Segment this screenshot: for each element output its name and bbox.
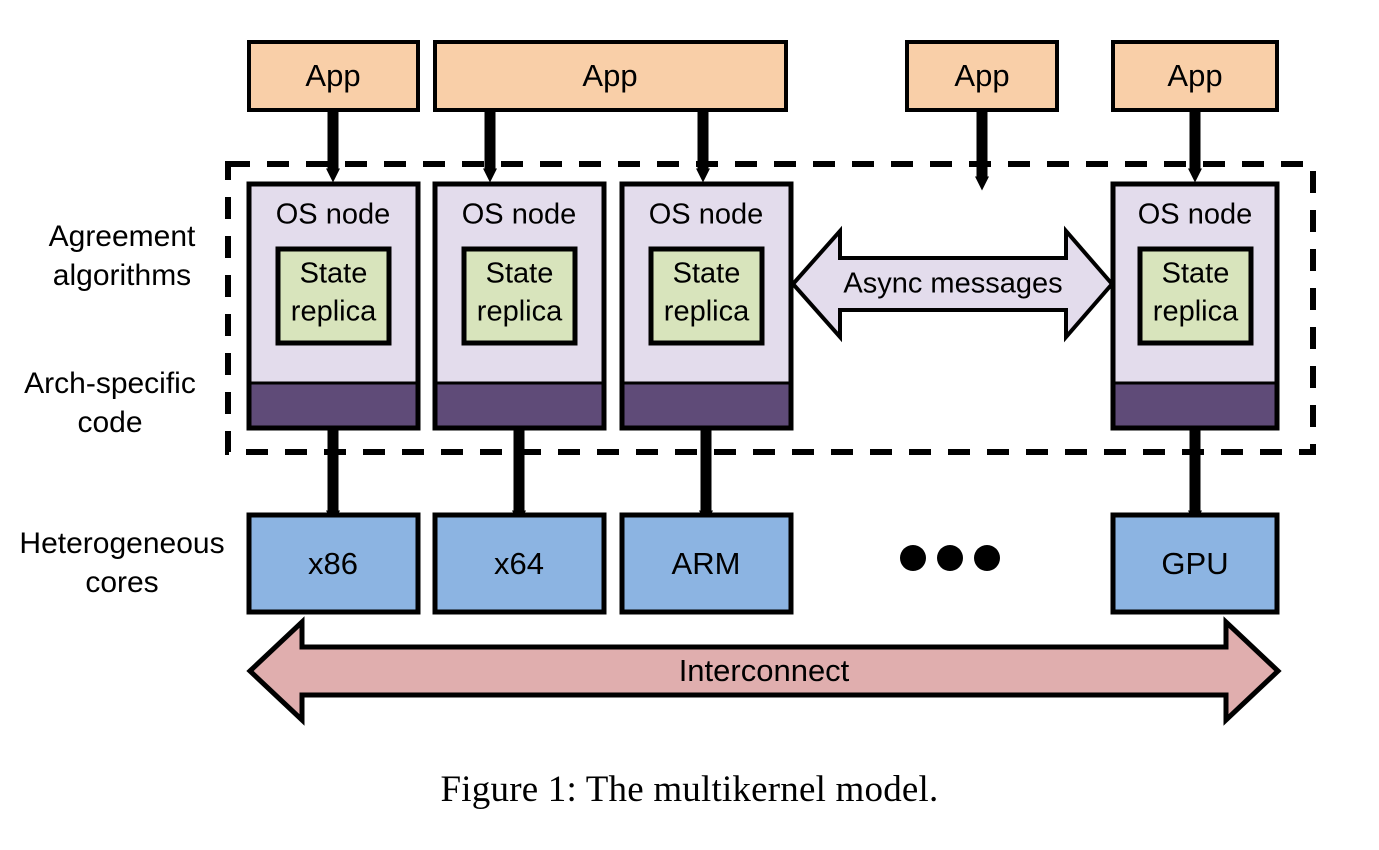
core-box-x86-label: x86	[308, 546, 358, 581]
app-box-3-label: App	[954, 58, 1009, 93]
os-node-1-replica-line2: replica	[291, 296, 377, 328]
os-node-2-replica-line2: replica	[477, 296, 563, 328]
app-box-4[interactable]: App	[1111, 40, 1279, 112]
cores-ellipsis	[900, 545, 1000, 571]
interconnect-arrow: Interconnect	[246, 616, 1282, 726]
app-box-1-rect[interactable]	[247, 40, 420, 112]
app-box-4-rect[interactable]	[1111, 40, 1279, 112]
os-node-1-replica-line1: State	[300, 258, 368, 290]
side-label-arch-line2: code	[77, 406, 142, 439]
os-node-1-state-replica-box[interactable]	[275, 246, 392, 346]
core-box-x64-label: x64	[494, 546, 544, 581]
core-box-arm-rect[interactable]	[619, 512, 794, 615]
interconnect-label: Interconnect	[679, 653, 850, 688]
side-label-heterogeneous-cores: Heterogeneous cores	[19, 527, 224, 599]
os-node-4-title: OS node	[1138, 199, 1252, 231]
os-node-4-arch-band	[1115, 383, 1275, 426]
core-box-x86-rect[interactable]	[246, 512, 421, 615]
app-box-1-label: App	[305, 58, 360, 93]
core-box-x64[interactable]: x64	[432, 512, 607, 615]
app-box-4-label: App	[1167, 58, 1222, 93]
side-label-arch-line1: Arch-specific	[24, 367, 196, 400]
core-box-gpu[interactable]: GPU	[1110, 512, 1280, 615]
app-box-1[interactable]: App	[247, 40, 420, 112]
side-label-agreement-line2: algorithms	[53, 259, 191, 292]
os-node-3[interactable]: OS node State replica	[619, 181, 794, 431]
app-box-2-label: App	[582, 58, 637, 93]
os-node-3-arch-band	[624, 383, 789, 426]
os-node-4-replica-line1: State	[1162, 258, 1230, 290]
core-box-x86[interactable]: x86	[246, 512, 421, 615]
os-node-4-replica-line2: replica	[1153, 296, 1239, 328]
app-box-3[interactable]: App	[905, 40, 1059, 112]
os-boundary-dashed-box	[225, 161, 1316, 455]
core-box-gpu-label: GPU	[1161, 546, 1228, 581]
core-box-arm[interactable]: ARM	[619, 512, 794, 615]
app-box-2[interactable]: App	[433, 40, 788, 112]
os-node-3-state-replica-box[interactable]	[648, 246, 765, 346]
async-messages-label: Async messages	[843, 268, 1062, 300]
os-node-1[interactable]: OS node State replica	[246, 181, 421, 431]
side-label-arch-specific-code: Arch-specific code	[24, 367, 196, 439]
async-messages-arrow: Async messages	[790, 225, 1115, 343]
cores-ellipsis-dot-1	[900, 545, 926, 571]
cores-ellipsis-dot-3	[974, 545, 1000, 571]
side-label-cores-line2: cores	[85, 566, 158, 599]
cores-ellipsis-dot-2	[937, 545, 963, 571]
core-box-x64-rect[interactable]	[432, 512, 607, 615]
os-node-3-replica-line2: replica	[664, 296, 750, 328]
side-label-cores-line1: Heterogeneous	[19, 527, 224, 560]
os-node-2-replica-line1: State	[486, 258, 554, 290]
os-node-1-title: OS node	[276, 199, 390, 231]
os-node-2-title: OS node	[462, 199, 576, 231]
core-box-gpu-rect[interactable]	[1110, 512, 1280, 615]
os-node-2-state-replica-box[interactable]	[461, 246, 578, 346]
os-node-4[interactable]: OS node State replica	[1110, 181, 1280, 431]
core-box-arm-label: ARM	[672, 546, 741, 581]
figure-caption: Figure 1: The multikernel model.	[440, 769, 939, 810]
os-node-1-arch-band	[251, 383, 416, 426]
os-node-4-state-replica-box[interactable]	[1137, 246, 1254, 346]
os-node-2-arch-band	[437, 383, 602, 426]
interconnect-arrow-shape	[246, 616, 1282, 726]
os-node-2[interactable]: OS node State replica	[432, 181, 607, 431]
os-node-3-replica-line1: State	[673, 258, 741, 290]
app-box-2-rect[interactable]	[433, 40, 788, 112]
os-node-3-title: OS node	[649, 199, 763, 231]
side-label-agreement-line1: Agreement	[49, 220, 196, 253]
side-label-agreement-algorithms: Agreement algorithms	[49, 220, 196, 292]
